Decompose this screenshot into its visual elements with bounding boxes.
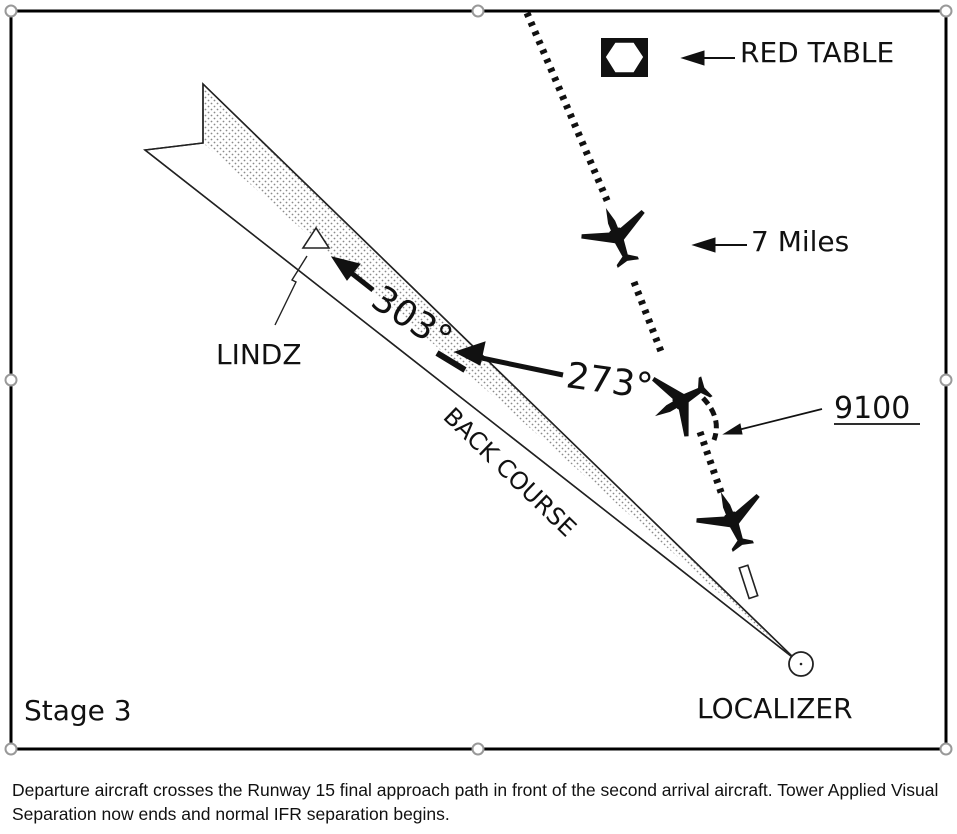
waypoint-triangle <box>274 226 331 326</box>
seven-miles-label: 7 Miles <box>751 225 849 258</box>
selection-handles[interactable] <box>4 4 953 756</box>
heading-273-label: 273° <box>564 355 656 408</box>
altitude-label: 9100 <box>834 391 910 426</box>
stage-label: Stage 3 <box>24 694 132 727</box>
heading-arrows <box>330 256 564 378</box>
arrival-track <box>523 11 726 497</box>
approach-diagram: RED TABLE 7 Miles 9100 303° 273° LINDZ B… <box>4 4 953 756</box>
red-table-symbol <box>601 38 648 77</box>
pointer-arrows <box>680 50 823 435</box>
fix-label: LINDZ <box>216 338 302 371</box>
back-course-wedge <box>143 82 797 661</box>
runway-symbol <box>738 564 759 600</box>
localizer-label: LOCALIZER <box>697 692 853 725</box>
departure-turn-arc <box>701 396 719 441</box>
red-table-label: RED TABLE <box>740 36 894 69</box>
airplane-icon <box>574 195 661 277</box>
airplane-icon <box>689 479 776 561</box>
localizer-antenna <box>788 651 814 677</box>
figure-caption: Departure aircraft crosses the Runway 15… <box>12 780 939 824</box>
